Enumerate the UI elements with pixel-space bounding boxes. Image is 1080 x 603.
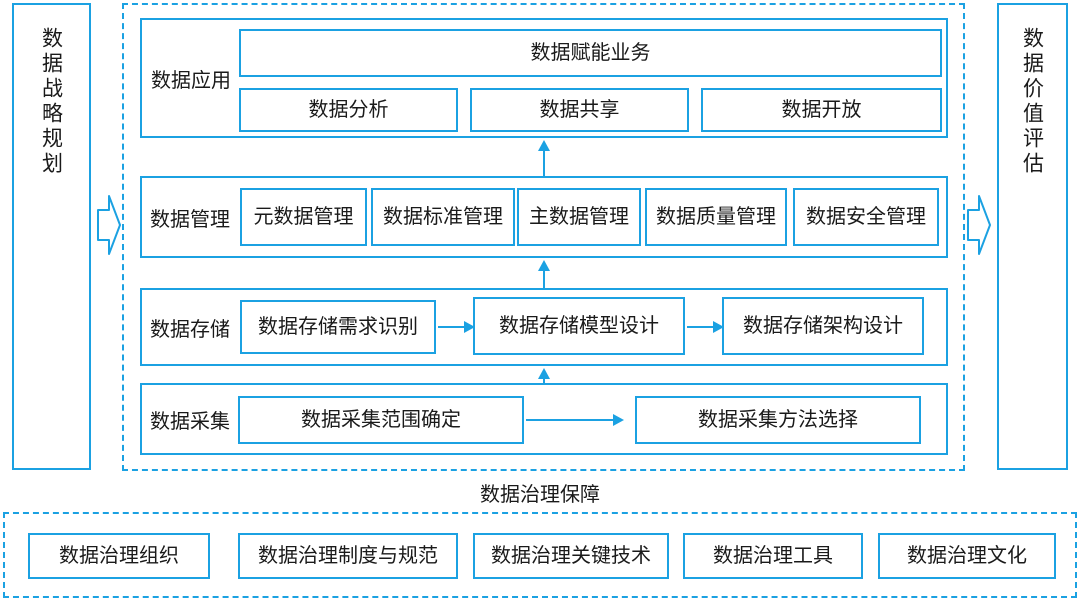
box-governance-organization[interactable]: 数据治理组织 xyxy=(28,533,210,579)
box-data-quality-management[interactable]: 数据质量管理 xyxy=(645,188,787,246)
core-process-dashed-container xyxy=(122,3,965,471)
box-governance-system-and-norms[interactable]: 数据治理制度与规范 xyxy=(238,533,458,579)
box-data-standard-management[interactable]: 数据标准管理 xyxy=(371,188,515,246)
box-metadata-management[interactable]: 元数据管理 xyxy=(240,188,367,246)
left-block-arrow-icon xyxy=(96,190,122,260)
box-data-security-management[interactable]: 数据安全管理 xyxy=(793,188,939,246)
row-data-management-label: 数据管理 xyxy=(150,208,230,231)
row-data-collection-label: 数据采集 xyxy=(150,410,230,433)
box-storage-architecture-design[interactable]: 数据存储架构设计 xyxy=(722,297,924,355)
box-master-data-management[interactable]: 主数据管理 xyxy=(517,188,641,246)
connector-arrow-management-to-application xyxy=(538,140,550,151)
box-data-opening[interactable]: 数据开放 xyxy=(701,88,942,132)
right-block-arrow-icon xyxy=(966,190,992,260)
box-data-sharing[interactable]: 数据共享 xyxy=(470,88,689,132)
box-governance-key-technology[interactable]: 数据治理关键技术 xyxy=(473,533,669,579)
box-governance-culture[interactable]: 数据治理文化 xyxy=(878,533,1056,579)
box-storage-model-design[interactable]: 数据存储模型设计 xyxy=(473,297,685,355)
arrow-line-storage-2-to-3 xyxy=(687,326,716,328)
right-pillar-label: 数据价值评估 xyxy=(1020,27,1045,177)
box-collection-scope-determination[interactable]: 数据采集范围确定 xyxy=(238,396,524,444)
left-pillar-label: 数据战略规划 xyxy=(39,27,64,177)
arrow-head-storage-1-to-2 xyxy=(464,321,475,333)
connector-line-storage-to-management xyxy=(543,270,545,288)
row-data-storage-label: 数据存储 xyxy=(150,318,230,341)
connector-arrow-collection-to-storage xyxy=(538,368,550,379)
connector-arrow-storage-to-management xyxy=(538,260,550,271)
box-governance-tools[interactable]: 数据治理工具 xyxy=(683,533,863,579)
connector-line-management-to-application xyxy=(543,150,545,176)
left-pillar-data-strategy-planning: 数据战略规划 xyxy=(12,3,91,470)
row-data-application-label: 数据应用 xyxy=(151,69,231,92)
right-pillar-data-value-assessment: 数据价值评估 xyxy=(997,3,1068,470)
box-data-analysis[interactable]: 数据分析 xyxy=(239,88,458,132)
box-collection-method-selection[interactable]: 数据采集方法选择 xyxy=(635,396,921,444)
box-storage-requirement-identification[interactable]: 数据存储需求识别 xyxy=(240,300,436,354)
arrow-line-storage-1-to-2 xyxy=(438,326,467,328)
arrow-head-collection-1-to-2 xyxy=(613,414,624,426)
box-data-enabling-business[interactable]: 数据赋能业务 xyxy=(239,29,942,77)
guarantee-caption: 数据治理保障 xyxy=(480,484,600,506)
arrow-line-collection-1-to-2 xyxy=(526,419,616,421)
arrow-head-storage-2-to-3 xyxy=(713,321,724,333)
guarantee-dashed-container xyxy=(3,512,1077,598)
